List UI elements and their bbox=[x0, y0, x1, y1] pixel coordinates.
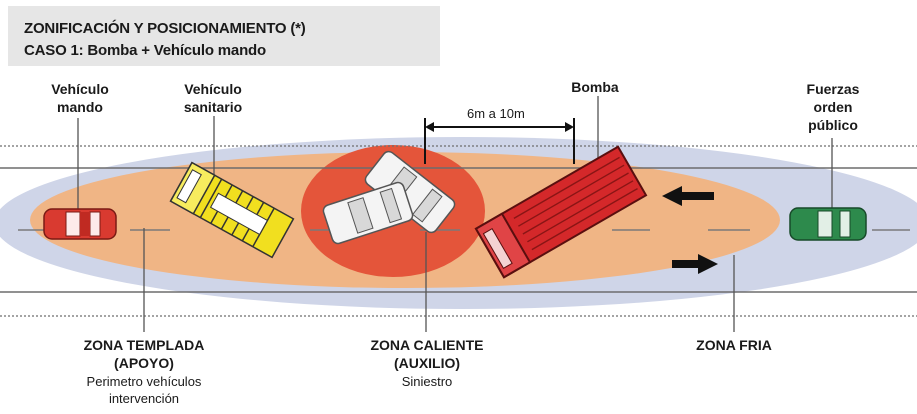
label-vehiculo-sanitario: Vehículo sanitario bbox=[183, 81, 243, 115]
distance-label: 6m a 10m bbox=[467, 106, 525, 121]
diagram-title: ZONIFICACIÓN Y POSICIONAMIENTO (*) bbox=[24, 20, 306, 37]
label-fuerzas-orden-publico: Fuerzas orden público bbox=[806, 81, 860, 133]
arrow-left-icon bbox=[662, 186, 714, 206]
siniestro-car-2 bbox=[322, 181, 414, 245]
fuerzas-orden-publico-car bbox=[789, 207, 867, 241]
bomba-truck bbox=[474, 145, 648, 279]
vehiculo-sanitario bbox=[169, 161, 295, 259]
label-zona-templada: ZONA TEMPLADA (APOYO) bbox=[83, 337, 205, 371]
label-zona-caliente: ZONA CALIENTE (AUXILIO) bbox=[370, 337, 484, 371]
label-vehiculo-mando: Vehículo mando bbox=[51, 81, 109, 115]
label-zona-fria: ZONA FRIA bbox=[696, 337, 772, 353]
callout-lines bbox=[77, 96, 833, 332]
arrow-right-icon bbox=[672, 254, 718, 274]
distance-marker bbox=[424, 118, 575, 164]
label-bomba: Bomba bbox=[571, 79, 619, 95]
diagram-subtitle: CASO 1: Bomba + Vehículo mando bbox=[24, 42, 266, 59]
traffic-arrows bbox=[662, 186, 718, 274]
road-lines bbox=[0, 145, 917, 317]
desc-zona-templada: Perimetro vehículos intervención bbox=[86, 374, 202, 406]
desc-zona-caliente: Siniestro bbox=[401, 374, 453, 389]
title-box: ZONIFICACIÓN Y POSICIONAMIENTO (*) CASO … bbox=[8, 6, 440, 66]
vehiculo-mando-car bbox=[43, 208, 117, 240]
